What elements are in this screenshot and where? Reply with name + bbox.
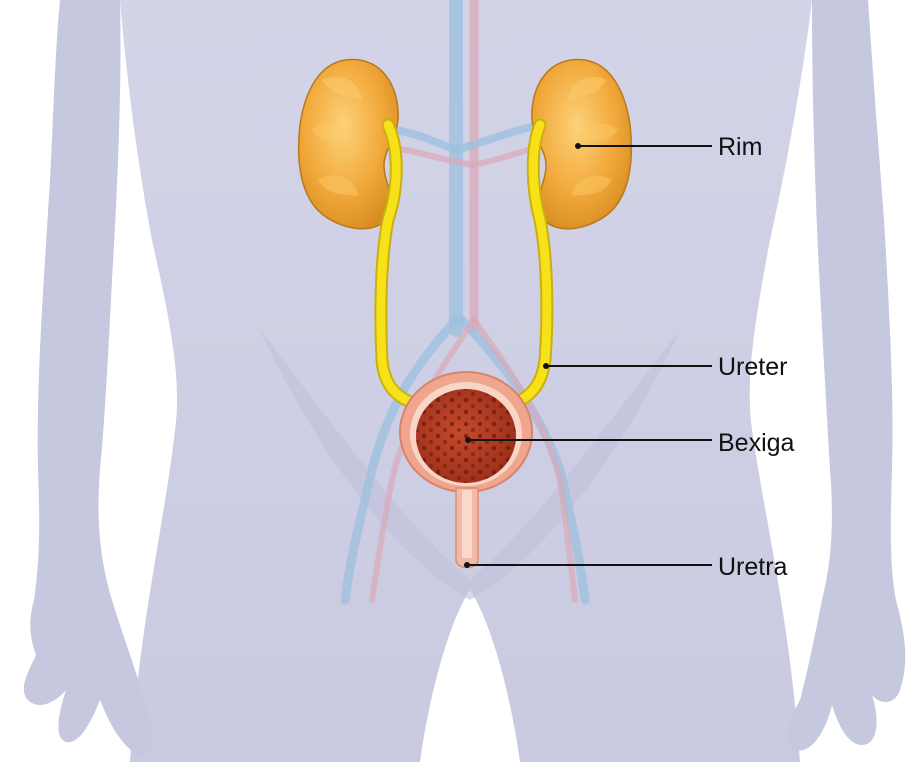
label-text-bladder: Bexiga	[718, 429, 795, 457]
label-text-kidney: Rim	[718, 133, 762, 161]
bladder	[400, 372, 532, 492]
urethra	[456, 488, 478, 568]
left-kidney	[299, 59, 399, 228]
label-text-urethra: Uretra	[718, 553, 788, 581]
label-text-ureter: Ureter	[718, 353, 787, 381]
bladder-texture	[416, 389, 516, 483]
right-arm	[787, 0, 905, 751]
right-kidney	[532, 59, 632, 228]
